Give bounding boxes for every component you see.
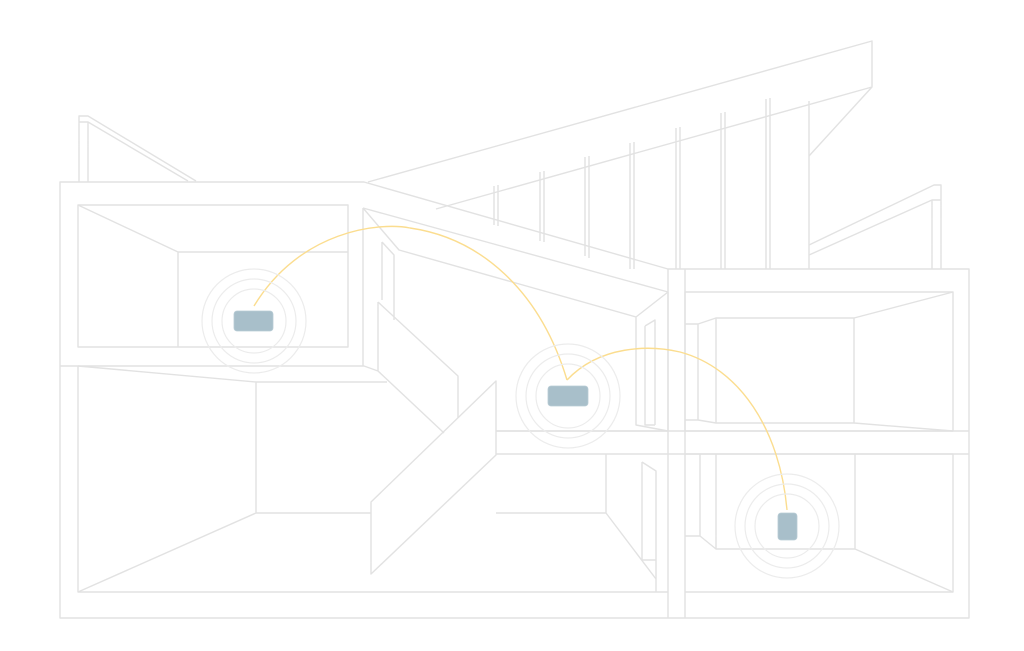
room-upper-right [684, 291, 954, 432]
roof-rafters [493, 98, 810, 269]
signal-ring [535, 363, 601, 429]
node-lower-right-room[interactable] [734, 473, 840, 579]
signal-ring [744, 483, 830, 569]
middle-floor-slab [60, 269, 969, 618]
room-lower-left [77, 365, 668, 593]
wifi-router-icon[interactable] [233, 310, 274, 332]
signal-ring [221, 288, 287, 354]
signal-ring [211, 278, 297, 364]
signal-ring [754, 493, 820, 559]
signal-ring [201, 268, 307, 374]
room-lower-right [685, 453, 954, 593]
signal-ring [525, 353, 611, 439]
link-upper-left-to-center [253, 225, 568, 381]
room-upper-left [77, 204, 349, 348]
left-roof-element [78, 115, 197, 182]
main-sloped-roof [367, 40, 873, 210]
roof-structure [78, 40, 942, 269]
signal-ring [515, 343, 621, 449]
exterior-walls [59, 181, 970, 619]
wifi-extender-icon[interactable] [777, 512, 798, 541]
right-roof-element [808, 184, 942, 269]
outer-wall [59, 181, 970, 619]
signal-ring [734, 473, 840, 579]
node-center-room[interactable] [515, 343, 621, 449]
link-center-to-lower-right [566, 347, 788, 511]
connection-links [253, 225, 788, 511]
node-upper-left-room[interactable] [201, 268, 307, 374]
wifi-router-icon[interactable] [547, 385, 589, 407]
staircase [370, 301, 497, 575]
